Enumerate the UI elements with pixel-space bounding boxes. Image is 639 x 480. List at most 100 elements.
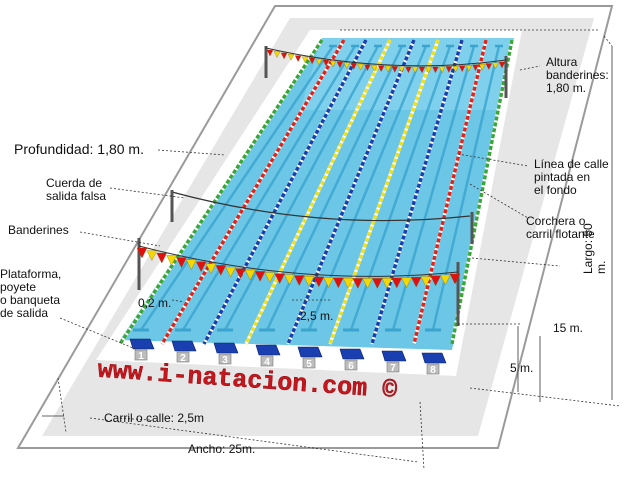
flag [336,61,344,69]
lane-rope-7 [370,39,464,345]
lane-number-3: 3 [222,355,228,366]
lane-number-plate [426,363,440,375]
lane-rope-8 [412,39,488,345]
lane-number-8: 8 [430,365,436,376]
flag [308,57,316,65]
leader-lines [57,29,621,471]
label-dist-15: 15 m. [553,321,584,335]
flag [266,49,274,57]
flag [357,63,364,71]
label-largo: Largo: 50 m. [581,223,608,274]
lane-number-2: 2 [180,353,186,364]
lane-rope-1 [118,39,324,345]
starting-block-7 [381,350,407,362]
starting-block-6 [339,348,365,360]
bottom-line-3 [223,45,380,331]
flag [498,61,506,69]
flag [333,277,344,289]
flag [350,63,357,70]
flag [371,65,378,72]
starting-block-4 [255,344,281,356]
bottom-lane-markings [133,44,503,332]
lane-number-plate [260,355,274,367]
label-linea-calle: Línea de calle pintada en el fondo [534,157,609,197]
label-plataforma: Plataforma, poyete o banqueta de salida [0,267,62,320]
flag [418,66,426,74]
flag [411,66,419,74]
flag [362,278,373,289]
flag [430,275,441,287]
far-flag-rope [265,47,507,67]
flag [398,66,405,73]
flag [452,65,459,73]
flag [445,66,453,73]
flag [315,58,323,66]
lane-rope-3 [202,39,368,345]
label-profundidad: Profundidad: 1,80 m. [14,141,144,157]
lane-number-plate [134,349,148,361]
lane-number-6: 6 [348,361,354,372]
flag [438,66,446,73]
bottom-line-1 [139,45,335,331]
flag [235,268,246,279]
flag [425,66,432,74]
flag [323,277,334,288]
label-corchera: Corchera o carril flotante [526,214,595,241]
flag [215,265,227,276]
lane-number-plate [302,357,316,369]
lane-number-plate [218,353,232,365]
near-backstroke-flags [136,247,461,289]
label-cuerda-salida: Cuerda de salida falsa [46,176,107,203]
flag [329,60,337,68]
flag [492,62,499,70]
flag [245,269,256,281]
flag [186,259,197,271]
flag [342,277,354,289]
flag [391,277,403,289]
lane-rope-4 [244,39,392,345]
flag [465,65,473,72]
flag [303,276,315,287]
label-dist-0-2: 0,2 m. [138,296,172,310]
flag [176,257,187,268]
lane-rope-base [328,39,440,345]
flag [410,276,422,288]
flag [352,278,364,289]
flag [377,65,385,72]
flag [205,263,217,274]
lane-number-plate [386,361,400,373]
flag [343,62,351,69]
flag [254,271,266,282]
label-carril: Carril o calle: 2,5m [104,411,205,425]
lane-rope-9 [450,39,514,345]
starting-block-5 [297,346,323,358]
flag [280,52,288,60]
false-start-rope [171,191,471,222]
dimension-lines [42,46,613,417]
starting-block-2 [171,340,197,352]
flag [301,56,309,64]
starting-block-3 [213,342,239,354]
lane-number-5: 5 [306,359,312,370]
flag [440,274,451,286]
flag [294,55,302,62]
bottom-line-8 [431,45,501,331]
flag [274,273,285,284]
flag [478,64,486,71]
flag [146,250,158,261]
flag [449,273,461,285]
flag [372,278,383,289]
flag [273,51,281,58]
label-banderines: Banderines [8,223,69,237]
flag [264,272,276,283]
lane-number-7: 7 [390,363,396,374]
flag [381,278,393,289]
lane-number-plate [176,351,190,363]
lane-number-plate [344,359,358,371]
flag [156,252,167,264]
flag [195,261,207,273]
flag [225,266,236,278]
flag [136,247,148,259]
flag [322,59,330,67]
